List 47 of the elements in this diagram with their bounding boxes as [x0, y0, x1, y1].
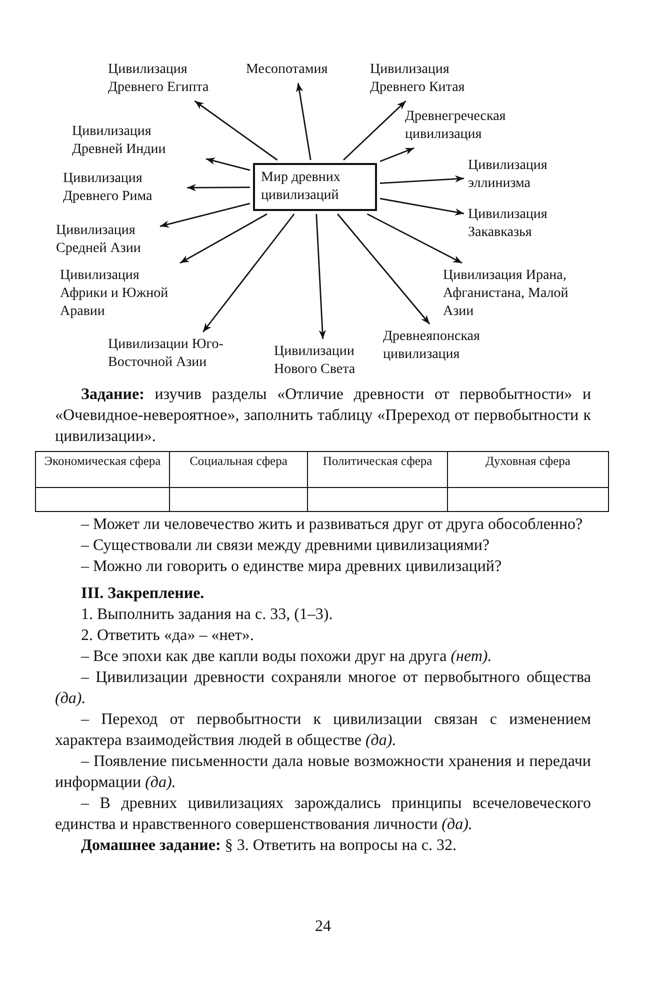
arrow: [380, 147, 414, 162]
text-paragraph: – Переход от первобытности к цивилизации связан с изменением характера взаимодействия людей в обществе (да).: [55, 710, 591, 751]
civilization-label: Цивилизации Юго-Восточной Азии: [108, 336, 264, 372]
text-paragraph: 1. Выполнить задания на с. 33, (1–3).: [80, 605, 334, 625]
table-header-cell: Политическая сфера: [308, 452, 448, 488]
arrow: [160, 202, 250, 228]
table-header-cell: Духовная сфера: [448, 452, 609, 488]
civilization-label: Древнеяпонская цивилизация: [383, 328, 513, 364]
arrow: [206, 158, 250, 171]
arrow: [296, 82, 312, 160]
central-box: Мир древних цивилизаций: [253, 163, 377, 211]
arrow: [202, 214, 295, 332]
civilization-label: Цивилизация Средней Азии: [56, 222, 156, 258]
civilization-label: Цивилизация Древнего Египта: [108, 61, 220, 97]
arrow: [194, 100, 278, 161]
civilization-label: Цивилизации Нового Света: [274, 343, 374, 379]
arrow: [180, 213, 268, 264]
table-header-cell: Экономическая сфера: [36, 452, 170, 488]
text-paragraph: – Может ли человечество жить и развиваться друг от друга обособленно?: [80, 515, 584, 535]
arrow: [187, 184, 250, 192]
table-header-cell: Социальная сфера: [170, 452, 308, 488]
arrow: [380, 198, 464, 216]
text-paragraph: – Появление письменности дала новые возможности хранения и передачи информации (да).: [55, 752, 591, 793]
text-paragraph: Задание: изучив разделы «Отличие древности от первобытности» и «Очевидное-невероятное», заполнить таблицу «Пререход от первобытности к цивилизации».: [55, 385, 591, 447]
text-paragraph: 2. Ответить «да» – «нет».: [80, 626, 255, 646]
text-paragraph: – Можно ли говорить о единстве мира древних цивилизаций?: [80, 557, 503, 577]
text-paragraph: Домашнее задание: § 3. Ответить на вопросы на с. 32.: [80, 836, 458, 856]
arrow: [343, 100, 406, 160]
civilization-label: Цивилизация Закавказья: [468, 206, 578, 242]
civilization-label: Цивилизация Древней Индии: [72, 123, 202, 159]
civilization-label: Цивилизация эллинизма: [468, 157, 578, 193]
text-paragraph: – Все эпохи как две капли воды похожи друг на друга (нет).: [80, 647, 493, 667]
civilization-label: Цивилизация Ирана, Афганистана, Малой Азии: [443, 267, 601, 321]
civilization-label: Цивилизация Африки и Южной Аравии: [60, 267, 190, 321]
arrow: [337, 214, 430, 324]
civilization-label: Месопотамия: [246, 61, 346, 79]
civilization-label: Древнегреческая цивилизация: [405, 108, 535, 144]
arrow: [366, 213, 462, 264]
civilization-label: Цивилизация Древнего Рима: [63, 170, 183, 206]
arrow: [316, 214, 326, 340]
text-paragraph: – Цивилизации древности сохраняли многое от первобытного общества (да).: [55, 668, 591, 709]
arrow: [380, 175, 464, 184]
page-number: 24: [315, 918, 331, 935]
section-heading: III. Закрепление.: [80, 584, 206, 604]
text-paragraph: – В древних цивилизациях зарождались принципы всечеловеческого единства и нравственного совершенствования личности (да).: [55, 794, 591, 835]
civilization-label: Цивилизация Древнего Китая: [370, 61, 488, 97]
text-paragraph: – Существовали ли связи между древними цивилизациями?: [80, 536, 491, 556]
